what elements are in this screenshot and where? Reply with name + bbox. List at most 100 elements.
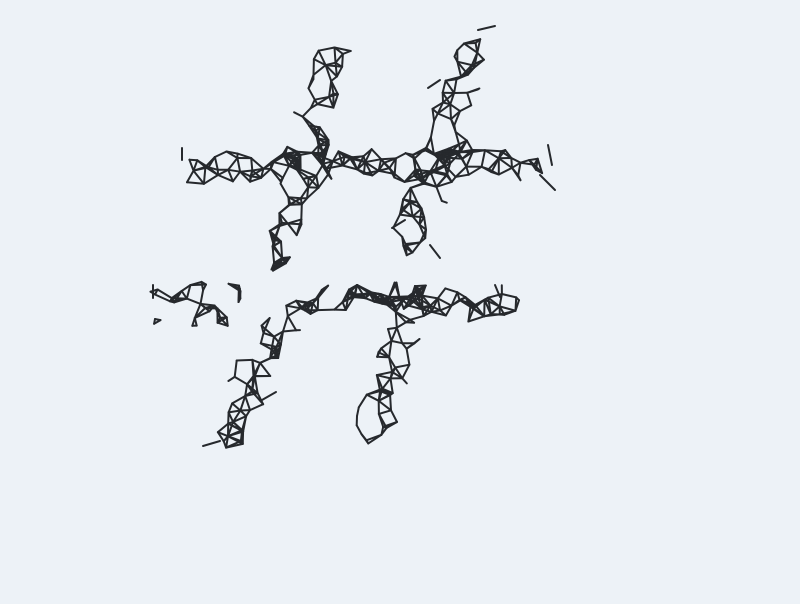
mesh-edge bbox=[260, 363, 270, 376]
mesh-edge bbox=[431, 121, 434, 138]
mesh-edge bbox=[377, 352, 378, 357]
mesh-edge bbox=[454, 79, 456, 93]
mesh-edge bbox=[491, 172, 498, 175]
mesh-edge bbox=[235, 361, 237, 377]
mesh-edge bbox=[228, 170, 240, 172]
mesh-edge bbox=[189, 160, 193, 171]
mesh-edge bbox=[288, 316, 296, 330]
mesh-edge bbox=[442, 201, 447, 203]
mesh-edge bbox=[390, 395, 391, 410]
mesh-edge bbox=[511, 158, 520, 163]
mesh-edge bbox=[438, 288, 446, 298]
mesh-edge bbox=[301, 204, 302, 219]
mesh-edge bbox=[283, 316, 288, 332]
mesh-edge bbox=[285, 155, 301, 156]
mesh-edge bbox=[303, 108, 311, 117]
mesh-edge bbox=[377, 372, 392, 375]
mesh-edge bbox=[443, 81, 446, 93]
mesh-tendril bbox=[392, 220, 405, 228]
mesh-edge bbox=[187, 182, 204, 184]
mesh-edge bbox=[317, 104, 333, 108]
mesh-edge bbox=[288, 224, 297, 236]
mesh-edge bbox=[224, 441, 226, 447]
mesh-tendril bbox=[203, 441, 220, 446]
mesh-edge bbox=[477, 53, 484, 60]
mesh-tendril bbox=[430, 245, 440, 258]
mesh-edge bbox=[365, 159, 381, 162]
mesh-edge bbox=[334, 302, 342, 310]
mesh-edge bbox=[464, 43, 476, 44]
mesh-edge bbox=[388, 329, 391, 341]
mesh-edge bbox=[391, 378, 393, 393]
mesh-edge bbox=[232, 403, 240, 410]
mesh-edge bbox=[245, 396, 250, 410]
mesh-edge bbox=[397, 322, 406, 328]
mesh-edge bbox=[357, 425, 362, 434]
mesh-edge bbox=[286, 301, 296, 306]
mesh-edge bbox=[396, 283, 399, 297]
mesh-edge bbox=[372, 149, 382, 159]
mesh-edge bbox=[228, 158, 237, 170]
mesh-edge bbox=[406, 322, 414, 323]
mesh-tendril bbox=[262, 392, 276, 400]
mesh-edge bbox=[436, 187, 441, 201]
mesh-edge bbox=[279, 205, 289, 213]
mesh-edge bbox=[318, 310, 335, 311]
mesh-edge bbox=[499, 168, 512, 175]
mesh-edge bbox=[288, 197, 289, 205]
mesh-edge bbox=[233, 172, 240, 182]
mesh-edge bbox=[446, 79, 457, 80]
mesh-edge bbox=[288, 308, 301, 316]
mesh-edge bbox=[499, 158, 512, 168]
mesh-edge bbox=[194, 171, 204, 184]
mesh-tendril bbox=[428, 80, 440, 88]
mesh-edge bbox=[195, 318, 197, 326]
mesh-edge bbox=[283, 166, 289, 178]
mesh-edge bbox=[204, 175, 218, 184]
mesh-edge bbox=[331, 77, 337, 82]
mesh-edge bbox=[450, 104, 460, 111]
mesh-edge bbox=[215, 157, 218, 170]
mesh-edge bbox=[446, 81, 455, 93]
mesh-edge bbox=[467, 93, 471, 106]
mesh-edge bbox=[309, 88, 315, 99]
mesh-edge bbox=[402, 378, 407, 383]
mesh-edge bbox=[314, 65, 326, 75]
mesh-edge bbox=[240, 171, 252, 172]
mesh-edge bbox=[359, 395, 367, 408]
mesh-edge bbox=[357, 407, 359, 416]
mesh-edge bbox=[319, 175, 329, 188]
mesh-edge bbox=[252, 360, 253, 376]
mesh-edge bbox=[215, 152, 227, 158]
mesh-edge bbox=[228, 377, 234, 381]
mesh-edge bbox=[250, 404, 263, 410]
mesh-edge bbox=[318, 298, 319, 311]
mesh-edge bbox=[260, 356, 275, 363]
mesh-edge bbox=[187, 299, 201, 304]
mesh-edge bbox=[377, 357, 389, 358]
mesh-edge bbox=[482, 150, 485, 167]
mesh-edge bbox=[283, 330, 296, 331]
mesh-edge bbox=[342, 54, 343, 67]
mesh-edge bbox=[237, 360, 253, 361]
mesh-edge bbox=[281, 184, 289, 198]
mesh-edge bbox=[379, 401, 391, 411]
mesh-edge bbox=[294, 112, 303, 116]
mesh-edge bbox=[467, 141, 472, 151]
mesh-edge bbox=[491, 306, 500, 314]
mesh-edge bbox=[410, 316, 424, 320]
mesh-edge bbox=[379, 391, 380, 401]
mesh-edge bbox=[397, 328, 402, 344]
mesh-tendril bbox=[478, 26, 495, 30]
mesh-edge bbox=[187, 171, 194, 183]
mesh-edge bbox=[396, 153, 406, 158]
mesh-edge bbox=[407, 253, 413, 256]
mesh-edge bbox=[466, 167, 469, 175]
mesh-edge bbox=[450, 104, 451, 119]
mesh-edge bbox=[319, 48, 335, 51]
mesh-edge bbox=[391, 328, 396, 341]
mesh-edge bbox=[393, 228, 402, 237]
mesh-edge bbox=[460, 105, 471, 111]
